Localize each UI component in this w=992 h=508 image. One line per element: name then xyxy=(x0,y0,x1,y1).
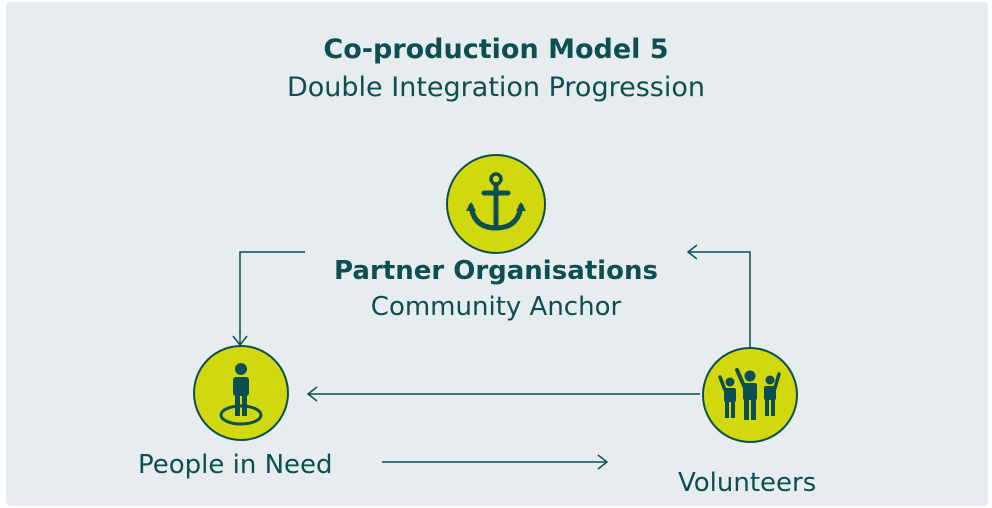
partner-subtitle: Community Anchor xyxy=(370,292,622,322)
arrow-people-to-volunteers xyxy=(382,454,609,470)
diagram-panel xyxy=(6,2,988,506)
partner-title: Partner Organisations xyxy=(334,256,658,286)
partner-node xyxy=(446,154,546,254)
volunteers-label: Volunteers xyxy=(678,468,817,498)
anchor-icon xyxy=(468,172,524,231)
volunteers-node xyxy=(702,347,798,443)
people-in-need-node xyxy=(193,345,289,441)
arrow-volunteers-to-people xyxy=(306,386,700,402)
group-waving-icon xyxy=(718,368,781,420)
arrow-partner-to-people xyxy=(232,251,305,347)
people-in-need-label: People in Need xyxy=(138,450,333,480)
person-on-ring-icon xyxy=(219,363,263,426)
arrow-volunteers-to-partner xyxy=(686,244,751,348)
diagram-subtitle: Double Integration Progression xyxy=(287,72,705,103)
diagram-title: Co-production Model 5 xyxy=(323,34,669,65)
